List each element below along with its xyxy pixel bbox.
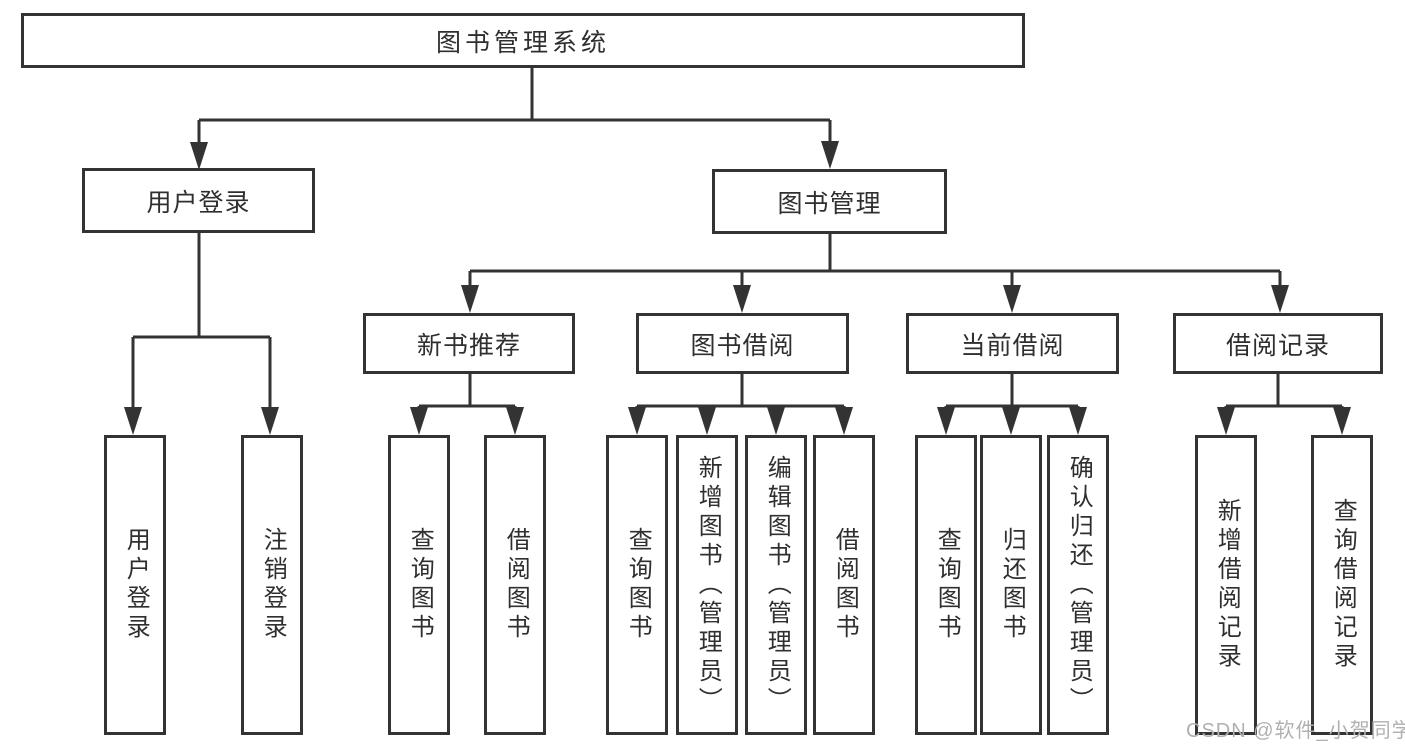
leaf-query-books-borrowing-label: 查询图书 [624,527,652,643]
leaf-borrow-books-recommend-label: 借阅图书 [502,527,530,643]
node-root-library-system: 图书管理系统 [21,13,1025,68]
leaf-query-books-borrowing: 查询图书 [606,435,668,735]
leaf-add-book-admin: 新增图书（管理员） [676,435,738,735]
leaf-confirm-return-admin: 确认归还（管理员） [1047,435,1109,735]
leaf-query-books-current-label: 查询图书 [933,527,961,643]
node-current-borrowing: 当前借阅 [906,313,1119,374]
leaf-add-borrow-record-label: 新增借阅记录 [1213,498,1241,672]
node-new-book-recommendation: 新书推荐 [363,313,575,374]
leaf-user-login: 用户登录 [104,435,166,735]
leaf-add-borrow-record: 新增借阅记录 [1195,435,1257,735]
leaf-logout: 注销登录 [241,435,303,735]
leaf-borrow-books-recommend: 借阅图书 [484,435,546,735]
leaf-return-books: 归还图书 [980,435,1042,735]
leaf-query-books-recommend-label: 查询图书 [406,527,434,643]
leaf-confirm-return-admin-label: 确认归还（管理员） [1065,454,1093,716]
leaf-logout-label: 注销登录 [259,527,287,643]
watermark-csdn: CSDN @软件_小贺同学 [1186,720,1405,742]
node-book-management: 图书管理 [712,169,947,234]
leaf-query-books-recommend: 查询图书 [388,435,450,735]
leaf-query-borrow-record: 查询借阅记录 [1311,435,1373,735]
leaf-borrow-books-borrowing: 借阅图书 [813,435,875,735]
node-borrowing-records: 借阅记录 [1173,313,1383,374]
leaf-edit-book-admin: 编辑图书（管理员） [745,435,807,735]
leaf-add-book-admin-label: 新增图书（管理员） [694,454,722,716]
leaf-user-login-label: 用户登录 [122,527,150,643]
leaf-query-borrow-record-label: 查询借阅记录 [1329,498,1357,672]
arrowhead-icons [124,141,1351,435]
leaf-return-books-label: 归还图书 [998,527,1026,643]
node-book-borrowing: 图书借阅 [636,313,849,374]
leaf-edit-book-admin-label: 编辑图书（管理员） [763,454,791,716]
node-user-login-branch: 用户登录 [82,168,315,233]
leaf-borrow-books-borrowing-label: 借阅图书 [831,527,859,643]
leaf-query-books-current: 查询图书 [915,435,977,735]
